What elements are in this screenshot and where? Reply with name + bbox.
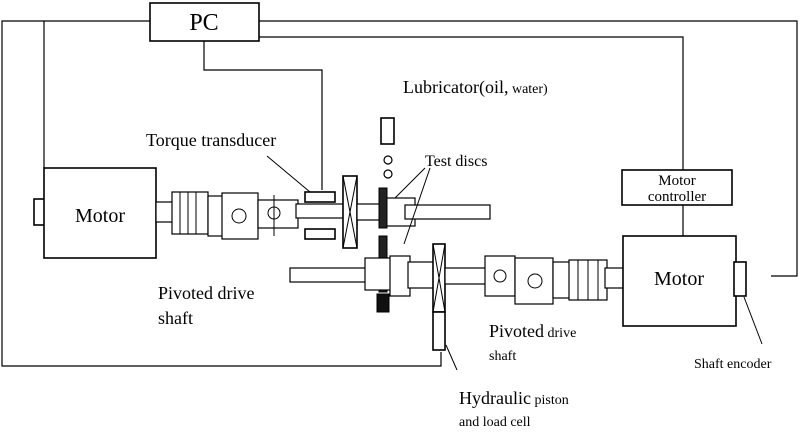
pivoted-left-label-2: shaft (158, 308, 193, 328)
pc-label: PC (189, 10, 218, 36)
pc-box: PC (149, 2, 260, 42)
shaft-encoder-label: Shaft encoder (694, 357, 772, 372)
motor-left-label: Motor (75, 205, 125, 227)
hydraulic-label-2: and load cell (459, 415, 531, 430)
left-drive-shaft (155, 175, 491, 249)
test-discs-label: Test discs (425, 153, 487, 170)
motor-left: Motor (33, 167, 157, 259)
pivoted-right-label-1: Pivoted drive (489, 321, 576, 341)
motor-controller: Motor controller (621, 169, 733, 206)
lubricator-label: Lubricator(oil, water) (403, 77, 548, 98)
motor-controller-label-1: Motor (658, 173, 696, 189)
motor-right-label: Motor (654, 268, 704, 290)
pivoted-left-label-1: Pivoted drive (158, 283, 255, 303)
test-discs (376, 187, 390, 313)
torque-transducer-label: Torque transducer (146, 130, 276, 150)
hydraulic-label-1: Hydraulic piston (459, 388, 569, 408)
motor-controller-label-2: controller (648, 189, 706, 205)
motor-right: Motor (622, 235, 747, 327)
right-drive-shaft (289, 243, 626, 351)
pivoted-right-label-2: shaft (489, 349, 516, 364)
wiring (1, 20, 798, 367)
leader-lines (266, 155, 763, 371)
lubricator (380, 117, 395, 179)
